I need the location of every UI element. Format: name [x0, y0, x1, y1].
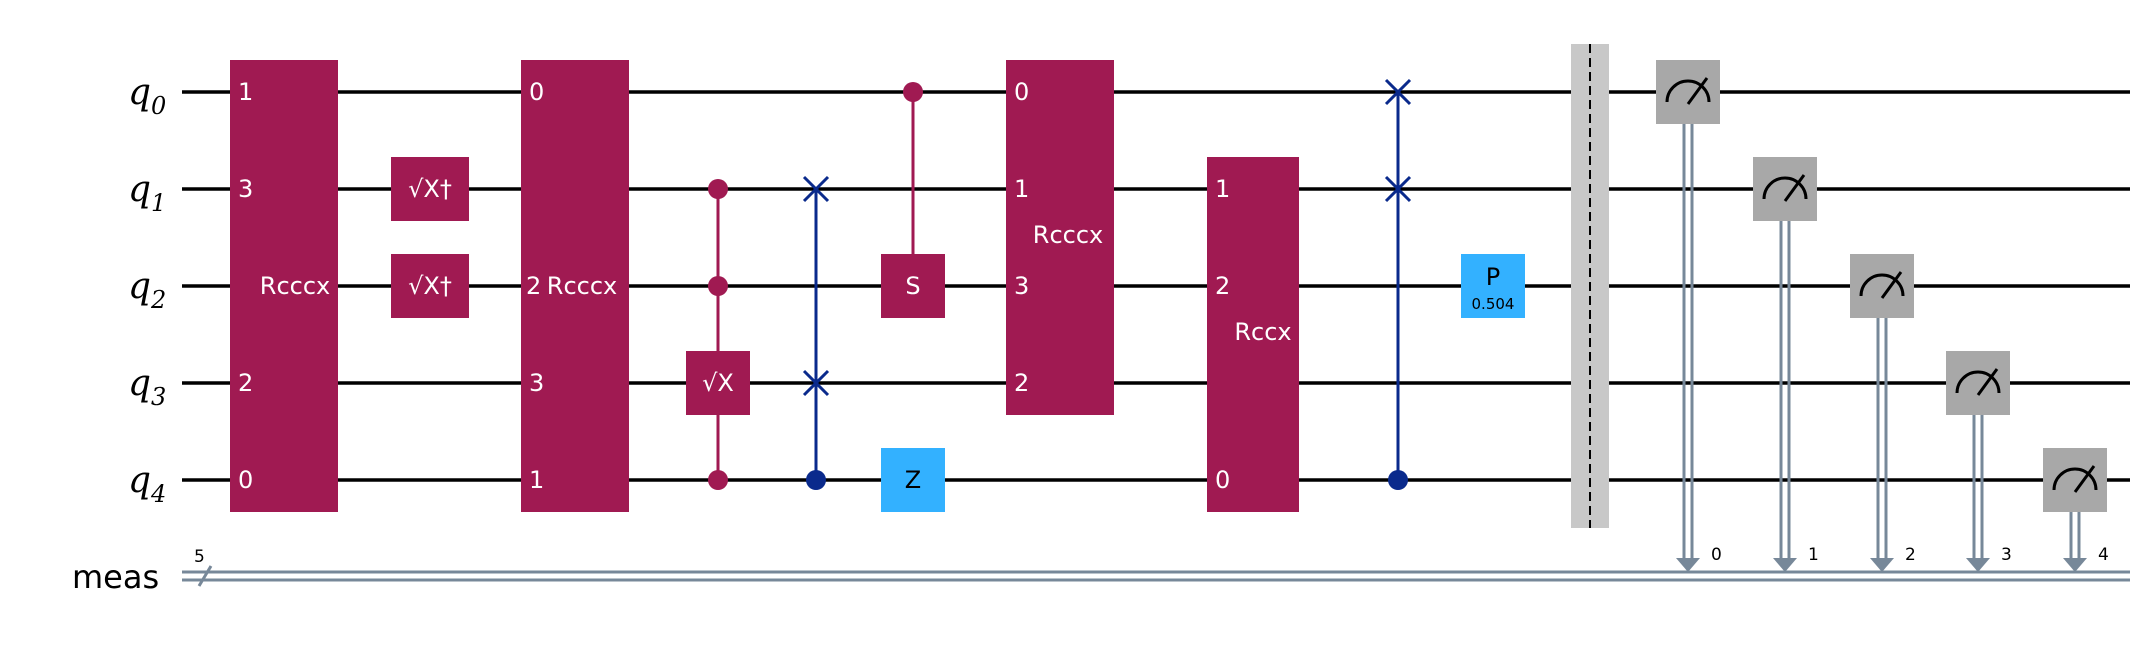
rcccx-1-pin-q1: 3 — [238, 175, 253, 203]
rcccx-2-label: Rcccx — [547, 272, 617, 300]
rcccx-2-pin-q3: 3 — [529, 369, 544, 397]
rcccx-gate-1: 1 3 2 0 Rcccx — [230, 60, 338, 512]
qubit-label-q2: q2 — [128, 266, 166, 314]
rcccx-gate-3: 0 1 3 2 Rcccx — [1006, 60, 1114, 415]
qubit-label-q1: q1 — [128, 169, 166, 217]
qubit-label-q0: q0 — [128, 72, 166, 120]
sxdg-q1-label: √X† — [408, 175, 452, 203]
swap-cross-q1-b — [1384, 175, 1412, 203]
sxdg-q2-label: √X† — [408, 272, 452, 300]
bundle-slash — [197, 565, 213, 587]
phase-gate-param: 0.504 — [1472, 295, 1515, 313]
cswap-gate-1 — [802, 175, 830, 490]
controlled-sx-gate: √X — [686, 179, 750, 490]
classical-wire — [182, 565, 2130, 587]
classical-register-label: meas — [72, 558, 159, 596]
measure-q1: 1 — [1753, 157, 1819, 572]
rcccx-2-pin-q0: 0 — [529, 78, 544, 106]
rcccx-2-pin-q2: 2 — [526, 272, 541, 300]
measure-bit-4: 4 — [2098, 545, 2109, 565]
control-dot-q1 — [708, 179, 728, 199]
rcccx-3-label: Rcccx — [1033, 221, 1103, 249]
qubit-wires — [182, 90, 2130, 482]
barrier — [1571, 44, 1609, 528]
rccx-pin-q1: 1 — [1215, 175, 1230, 203]
measure-q3: 3 — [1946, 351, 2012, 572]
rcccx-1-pin-q4: 0 — [238, 466, 253, 494]
phase-gate: P 0.504 — [1461, 254, 1525, 318]
rcccx-3-pin-q3: 2 — [1014, 369, 1029, 397]
cswap-gate-2 — [1384, 78, 1412, 490]
rcccx-3-pin-q1: 1 — [1014, 175, 1029, 203]
rccx-gate: 1 2 0 Rccx — [1207, 157, 1299, 512]
swap-control-dot-q4 — [806, 470, 826, 490]
control-dot-q2 — [708, 276, 728, 296]
qubit-label-q3: q3 — [128, 363, 166, 411]
rccx-label: Rccx — [1234, 318, 1291, 346]
control-dot-q0 — [903, 82, 923, 102]
measure-bit-1: 1 — [1808, 545, 1819, 565]
register-labels: q0 q1 q2 q3 q4 meas — [72, 72, 166, 596]
rcccx-1-pin-q0: 1 — [238, 78, 253, 106]
rcccx-1-pin-q3: 2 — [238, 369, 253, 397]
qubit-label-q4: q4 — [128, 460, 166, 508]
rcccx-1-label: Rcccx — [260, 272, 330, 300]
classical-register-width: 5 — [194, 547, 205, 567]
swap-cross-q3 — [802, 369, 830, 397]
measure-bit-3: 3 — [2001, 545, 2012, 565]
s-gate-label: S — [905, 272, 920, 300]
z-gate: Z — [881, 448, 945, 512]
swap-control-dot-q4-b — [1388, 470, 1408, 490]
rccx-pin-q2: 2 — [1215, 272, 1230, 300]
measure-q0: 0 — [1656, 60, 1722, 572]
rcccx-3-pin-q2: 3 — [1014, 272, 1029, 300]
z-gate-label: Z — [905, 466, 921, 494]
measure-bit-0: 0 — [1711, 545, 1722, 565]
rcccx-3-pin-q0: 0 — [1014, 78, 1029, 106]
swap-cross-q0 — [1384, 78, 1412, 106]
sxdg-gate-q2: √X† — [391, 254, 469, 318]
measure-q4: 4 — [2043, 448, 2109, 572]
controlled-s-gate: S — [881, 82, 945, 318]
rccx-pin-q4: 0 — [1215, 466, 1230, 494]
rcccx-2-pin-q4: 1 — [529, 466, 544, 494]
sxdg-gate-q1: √X† — [391, 157, 469, 221]
swap-cross-q1 — [802, 175, 830, 203]
csx-label: √X — [702, 369, 734, 397]
measure-bit-2: 2 — [1905, 545, 1916, 565]
rcccx-gate-2: 0 2 3 1 Rcccx — [521, 60, 629, 512]
control-dot-q4 — [708, 470, 728, 490]
phase-gate-label: P — [1486, 263, 1500, 291]
measure-q2: 2 — [1850, 254, 1916, 572]
